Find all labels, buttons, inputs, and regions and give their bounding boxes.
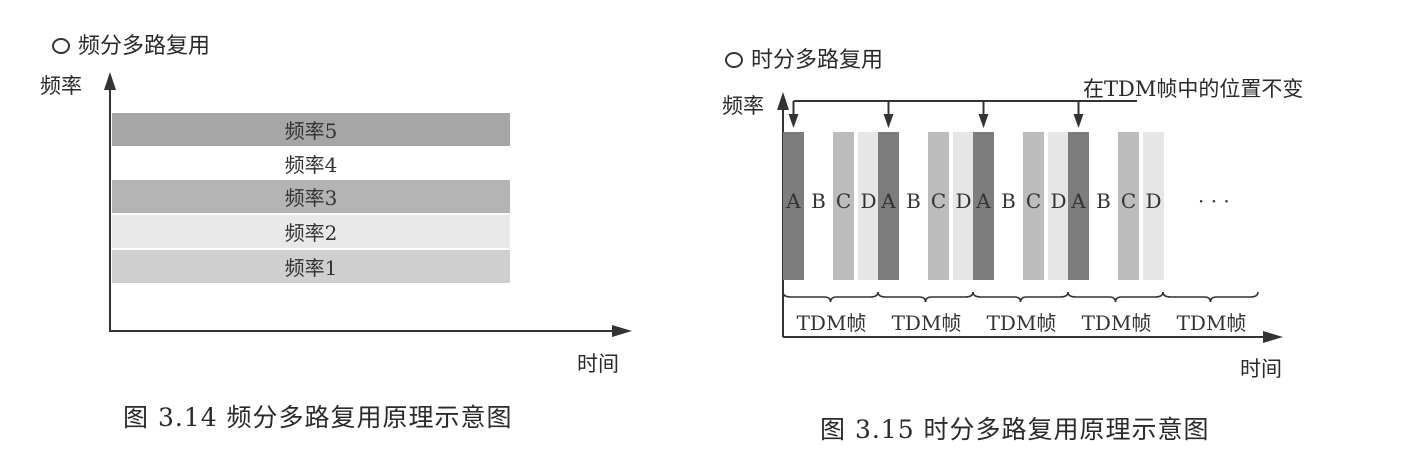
tdm-frame-brace bbox=[877, 291, 974, 303]
tdm-frame-label: TDM帧 bbox=[797, 311, 867, 335]
fdm-band-2: 频率2 bbox=[112, 215, 510, 248]
tdm-slot-A-frame-4 bbox=[1068, 132, 1089, 280]
tdm-slot-label: A bbox=[975, 189, 991, 213]
tdm-ellipsis: · · · bbox=[1198, 189, 1230, 213]
tdm-slot-label: C bbox=[1121, 189, 1136, 213]
circle-bullet-icon bbox=[725, 52, 743, 68]
tdm-slot-D-frame-4 bbox=[1143, 132, 1164, 280]
tdm-frame-label: TDM帧 bbox=[987, 311, 1057, 335]
tdm-slot-label: C bbox=[836, 189, 851, 213]
tdm-slot-D-frame-1 bbox=[858, 132, 879, 280]
fdm-x-axis-label: 时间 bbox=[577, 352, 619, 376]
fdm-band-1: 频率1 bbox=[112, 250, 510, 283]
tdm-slot-C-frame-1 bbox=[833, 132, 854, 280]
tdm-slot-A-frame-1 bbox=[783, 132, 804, 280]
tdm-slot-D-frame-3 bbox=[1048, 132, 1069, 280]
tdm-slot-A-frame-3 bbox=[973, 132, 994, 280]
tdm-slot-label: A bbox=[880, 189, 896, 213]
tdm-slot-D-frame-2 bbox=[953, 132, 974, 280]
tdm-slot-B-frame-2 bbox=[903, 132, 924, 280]
tdm-slot-label: B bbox=[906, 189, 921, 213]
circle-bullet-icon bbox=[52, 38, 70, 54]
tdm-frame-brace bbox=[972, 291, 1069, 303]
tdm-slot-A-frame-2 bbox=[878, 132, 899, 280]
tdm-down-arrow-head bbox=[1073, 114, 1084, 128]
tdm-caption: 图 3.15 时分多路复用原理示意图 bbox=[820, 415, 1210, 444]
tdm-down-arrow-head bbox=[978, 114, 989, 128]
tdm-slot-label: B bbox=[1001, 189, 1016, 213]
tdm-frame-label: TDM帧 bbox=[1082, 311, 1152, 335]
tdm-slot-label: C bbox=[1026, 189, 1041, 213]
fdm-band-5: 频率5 bbox=[112, 113, 510, 146]
tdm-frame-brace bbox=[782, 291, 879, 303]
tdm-x-axis-arrow bbox=[1263, 331, 1283, 343]
tdm-frame-brace bbox=[1162, 291, 1259, 303]
tdm-y-axis-arrow bbox=[777, 92, 789, 110]
fdm-caption: 图 3.14 频分多路复用原理示意图 bbox=[123, 403, 513, 432]
tdm-slot-C-frame-4 bbox=[1118, 132, 1139, 280]
fdm-band-4: 频率4 bbox=[112, 147, 510, 180]
tdm-x-axis-label: 时间 bbox=[1240, 357, 1282, 381]
tdm-frame-label: TDM帧 bbox=[892, 311, 962, 335]
tdm-annotation: 在TDM帧中的位置不变 bbox=[1083, 77, 1304, 101]
tdm-slot-C-frame-2 bbox=[928, 132, 949, 280]
tdm-slot-label: C bbox=[931, 189, 946, 213]
tdm-slot-label: A bbox=[785, 189, 801, 213]
tdm-slot-label: A bbox=[1070, 189, 1086, 213]
tdm-down-arrow-head bbox=[883, 114, 894, 128]
tdm-slot-B-frame-4 bbox=[1093, 132, 1114, 280]
fdm-title: 频分多路复用 bbox=[52, 28, 210, 60]
tdm-title: 时分多路复用 bbox=[725, 42, 883, 74]
tdm-y-axis-label: 频率 bbox=[722, 94, 764, 118]
tdm-slot-label: D bbox=[955, 189, 971, 213]
tdm-frame-label: TDM帧 bbox=[1177, 311, 1247, 335]
tdm-slot-label: B bbox=[1096, 189, 1111, 213]
tdm-slot-label: D bbox=[1050, 189, 1066, 213]
tdm-slot-label: D bbox=[1145, 189, 1161, 213]
fdm-x-axis bbox=[109, 330, 619, 332]
fdm-y-axis-label: 频率 bbox=[40, 74, 82, 98]
tdm-slot-B-frame-1 bbox=[808, 132, 829, 280]
fdm-axis-arrows bbox=[104, 72, 632, 337]
tdm-slot-label: D bbox=[860, 189, 876, 213]
tdm-frame-brace bbox=[1067, 291, 1164, 303]
fdm-y-axis bbox=[109, 82, 111, 332]
fdm-band-3: 频率3 bbox=[112, 180, 510, 213]
tdm-slot-label: B bbox=[811, 189, 826, 213]
tdm-down-arrow-head bbox=[788, 114, 799, 128]
tdm-slot-B-frame-3 bbox=[998, 132, 1019, 280]
tdm-slot-C-frame-3 bbox=[1023, 132, 1044, 280]
